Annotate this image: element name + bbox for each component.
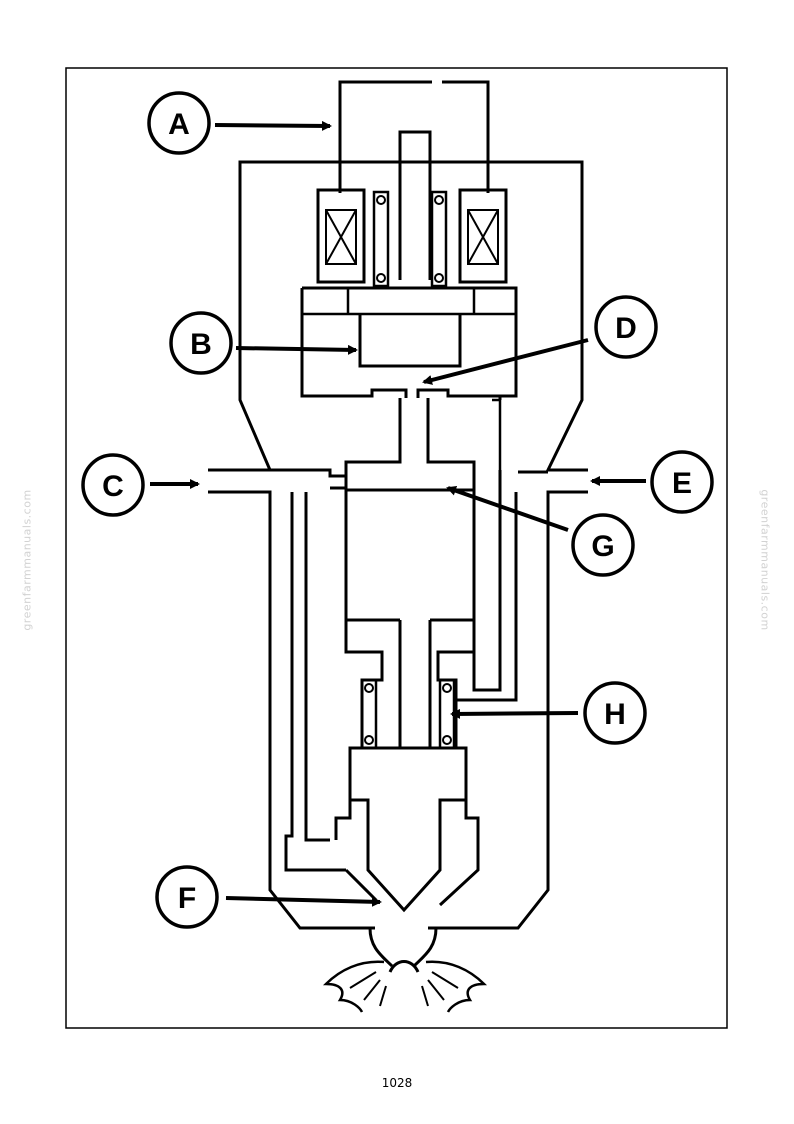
housing-outlet-lower <box>428 490 588 930</box>
solenoid-coil-left <box>316 188 366 284</box>
fuel-spray <box>322 960 488 1013</box>
svg-text:H: H <box>604 698 626 731</box>
armature-chamber <box>300 286 518 398</box>
injector-drawing <box>208 80 588 973</box>
svg-text:C: C <box>102 470 124 503</box>
watermark-right: greenfarmmanuals.com <box>758 489 772 631</box>
nozzle-needle-plunger <box>344 620 476 748</box>
svg-text:E: E <box>672 467 692 500</box>
armature-stem <box>398 130 432 280</box>
injector-housing <box>208 160 588 472</box>
page-number: 1028 <box>381 1076 413 1090</box>
callout-a: A <box>147 91 211 155</box>
callout-d: D <box>594 295 658 359</box>
svg-text:A: A <box>168 108 190 141</box>
solenoid-coil-right <box>458 188 508 284</box>
callout-f: F <box>155 865 219 929</box>
callout-g: G <box>571 513 635 577</box>
housing-inlet-lower <box>208 490 375 930</box>
watermark-left: greenfarmmanuals.com <box>20 489 34 631</box>
callout-c: C <box>81 453 145 517</box>
callout-b: B <box>169 311 233 375</box>
nozzle-tip <box>368 927 438 968</box>
callout-e: E <box>650 450 714 514</box>
terminal-wire <box>338 80 490 193</box>
svg-text:F: F <box>178 882 196 915</box>
figure-frame <box>65 67 728 1029</box>
svg-text:G: G <box>591 530 614 563</box>
callout-arrows <box>150 120 646 907</box>
svg-text:B: B <box>190 328 212 361</box>
armature <box>358 314 462 368</box>
svg-text:D: D <box>615 312 637 345</box>
callout-h: H <box>583 681 647 745</box>
nozzle-body <box>348 746 468 913</box>
